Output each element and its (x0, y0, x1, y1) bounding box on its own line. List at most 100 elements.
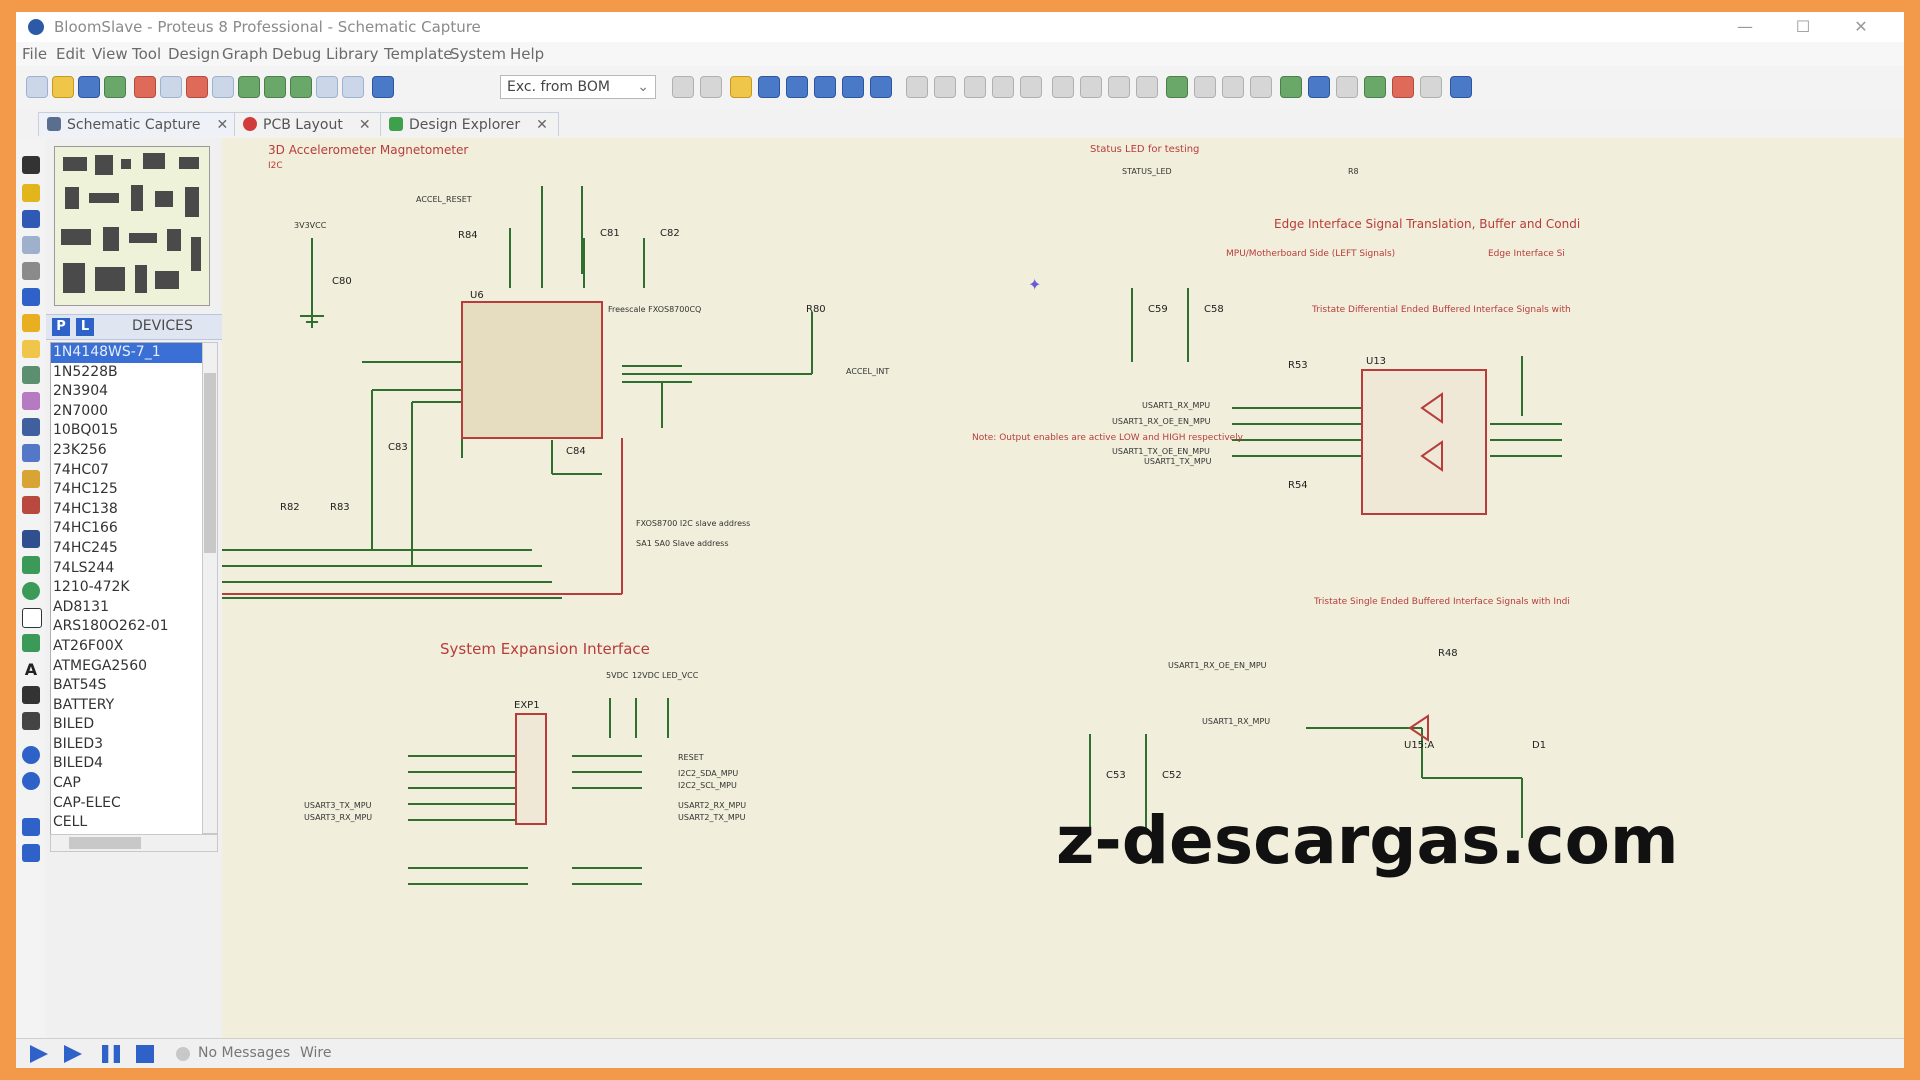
terminals-icon[interactable] (22, 340, 40, 358)
close-window-button[interactable]: ✕ (1854, 17, 1868, 36)
component-mode-icon[interactable] (22, 184, 40, 202)
property-assignment-icon[interactable] (1336, 76, 1358, 98)
zoom-in-icon[interactable] (786, 76, 808, 98)
device-item[interactable]: 2N3904 (53, 383, 109, 400)
copy-icon[interactable] (992, 76, 1014, 98)
tab-pcb-layout[interactable]: PCB Layout✕ (234, 112, 382, 136)
rotate-clockwise-icon[interactable] (22, 746, 40, 764)
help-icon[interactable] (372, 76, 394, 98)
menu-graph[interactable]: Graph (222, 45, 269, 63)
refresh-icon[interactable] (672, 76, 694, 98)
step-icon[interactable] (64, 1045, 82, 1063)
buses-icon[interactable] (22, 288, 40, 306)
home-icon[interactable] (134, 76, 156, 98)
device-item[interactable]: 2N7000 (53, 402, 109, 419)
design-explorer-icon[interactable] (290, 76, 312, 98)
remove-sheet-icon[interactable] (1392, 76, 1414, 98)
rewind-icon[interactable] (212, 76, 234, 98)
marker-icon[interactable] (22, 712, 40, 730)
generator-icon[interactable] (22, 444, 40, 462)
menu-tool[interactable]: Tool (132, 45, 162, 63)
selection-mode-icon[interactable] (22, 156, 40, 174)
close-icon[interactable]: ✕ (216, 117, 229, 133)
undo-icon[interactable] (906, 76, 928, 98)
device-item[interactable]: CAP-ELEC (53, 794, 121, 811)
line-icon[interactable] (22, 530, 40, 548)
device-item[interactable]: ATMEGA2560 (53, 657, 148, 674)
zoom-all-icon[interactable] (842, 76, 864, 98)
flip-horizontal-icon[interactable] (22, 818, 40, 836)
block-move-icon[interactable] (1080, 76, 1102, 98)
arc-icon[interactable] (22, 608, 42, 628)
circle-icon[interactable] (22, 582, 40, 600)
device-item[interactable]: 1N4148WS-7_1 (51, 343, 203, 363)
search-icon[interactable] (1308, 76, 1330, 98)
device-pins-icon[interactable] (22, 366, 40, 384)
save-icon[interactable] (78, 76, 100, 98)
pcb-icon[interactable] (186, 76, 208, 98)
menu-debug[interactable]: Debug (272, 45, 322, 63)
flip-vertical-icon[interactable] (22, 844, 40, 862)
zoom-out-icon[interactable] (814, 76, 836, 98)
block-rotate-icon[interactable] (1108, 76, 1130, 98)
tab-schematic-capture[interactable]: Schematic Capture✕ (38, 112, 240, 136)
block-delete-icon[interactable] (1136, 76, 1158, 98)
junction-dot-icon[interactable] (22, 210, 40, 228)
menu-file[interactable]: File (22, 45, 48, 63)
device-item[interactable]: 23K256 (53, 441, 107, 458)
bill-of-materials-icon[interactable] (1450, 76, 1472, 98)
pick-device-icon[interactable] (1166, 76, 1188, 98)
pan-icon[interactable] (758, 76, 780, 98)
devices-vertical-scrollbar[interactable] (202, 342, 218, 834)
library-icon[interactable] (238, 76, 260, 98)
menu-design[interactable]: Design (168, 45, 220, 63)
tape-recorder-icon[interactable] (22, 418, 40, 436)
menu-library[interactable]: Library (326, 45, 379, 63)
pick-devices-button[interactable]: P (52, 318, 70, 336)
paste-icon[interactable] (1020, 76, 1042, 98)
device-item[interactable]: CELL (53, 814, 88, 831)
redo-icon[interactable] (934, 76, 956, 98)
menu-template[interactable]: Template (384, 45, 453, 63)
device-item[interactable]: 74LS244 (53, 559, 115, 576)
devices-horizontal-scrollbar[interactable] (50, 834, 218, 852)
wire-label-icon[interactable] (22, 236, 40, 254)
close-icon[interactable]: ✕ (358, 117, 371, 133)
maximize-button[interactable]: ☐ (1795, 17, 1811, 36)
voltage-probe-icon[interactable] (22, 470, 40, 488)
device-item[interactable]: 1N5228B (53, 363, 118, 380)
make-device-icon[interactable] (1194, 76, 1216, 98)
library-manager-button[interactable]: L (76, 318, 94, 336)
schematic-canvas[interactable]: 3D Accelerometer Magnetometer I2C Status… (222, 138, 1904, 1038)
device-item[interactable]: AT26F00X (53, 637, 124, 654)
device-item[interactable]: 74HC245 (53, 539, 118, 556)
document-icon[interactable] (342, 76, 364, 98)
device-item[interactable]: ARS180O262-01 (53, 618, 169, 635)
stop-icon[interactable] (136, 1045, 154, 1063)
tab-design-explorer[interactable]: Design Explorer✕ (380, 112, 559, 136)
virtual-instrument-icon[interactable] (22, 496, 40, 514)
bom-filter-select[interactable]: Exc. from BOM ⌄ (500, 75, 656, 99)
zoom-area-icon[interactable] (870, 76, 892, 98)
device-item[interactable]: BILED3 (53, 735, 104, 752)
exit-to-parent-icon[interactable] (1420, 76, 1442, 98)
import-icon[interactable] (104, 76, 126, 98)
device-item[interactable]: CAP (53, 775, 81, 792)
device-item[interactable]: BAT54S (53, 677, 107, 694)
close-icon[interactable]: ✕ (536, 117, 548, 133)
text-icon[interactable]: A (22, 660, 40, 679)
device-item[interactable]: 74HC07 (53, 461, 109, 478)
menu-edit[interactable]: Edit (56, 45, 86, 63)
menu-view[interactable]: View (92, 45, 128, 63)
device-item[interactable]: 74HC125 (53, 481, 118, 498)
menu-system[interactable]: System (450, 45, 506, 63)
device-item[interactable]: BATTERY (53, 696, 115, 713)
path-icon[interactable] (22, 634, 40, 652)
origin-icon[interactable] (730, 76, 752, 98)
new-sheet-icon[interactable] (1364, 76, 1386, 98)
subcircuit-icon[interactable] (22, 314, 40, 332)
decompose-icon[interactable] (1250, 76, 1272, 98)
minimize-button[interactable]: — (1737, 17, 1753, 36)
pause-icon[interactable] (102, 1045, 120, 1063)
device-item[interactable]: BILED (53, 716, 95, 733)
